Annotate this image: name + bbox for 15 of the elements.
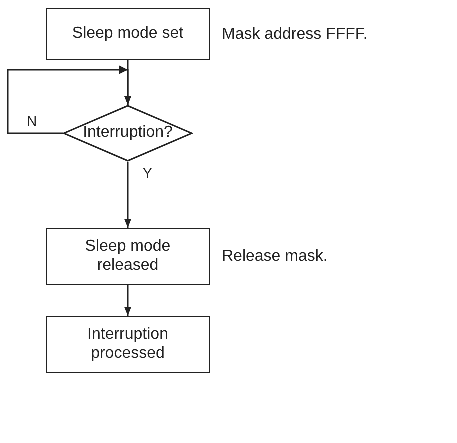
process-box [46,228,210,285]
decision-diamond [63,105,193,162]
annotation-text: Release mask. [222,248,328,266]
node-text: Sleep mode set [71,24,185,44]
node-text: Interruption processed [86,326,170,363]
loop-arrow [7,66,132,134]
node-text: Sleep mode released [84,238,172,275]
annotation-text: Mask address FFFF. [222,26,368,44]
node-text: Interruption? [82,124,174,143]
process-box [46,8,210,60]
edge-label: N [26,114,38,128]
arrow [124,285,132,316]
process-box [46,316,210,373]
edge-label: Y [142,166,154,180]
arrow [124,162,132,228]
